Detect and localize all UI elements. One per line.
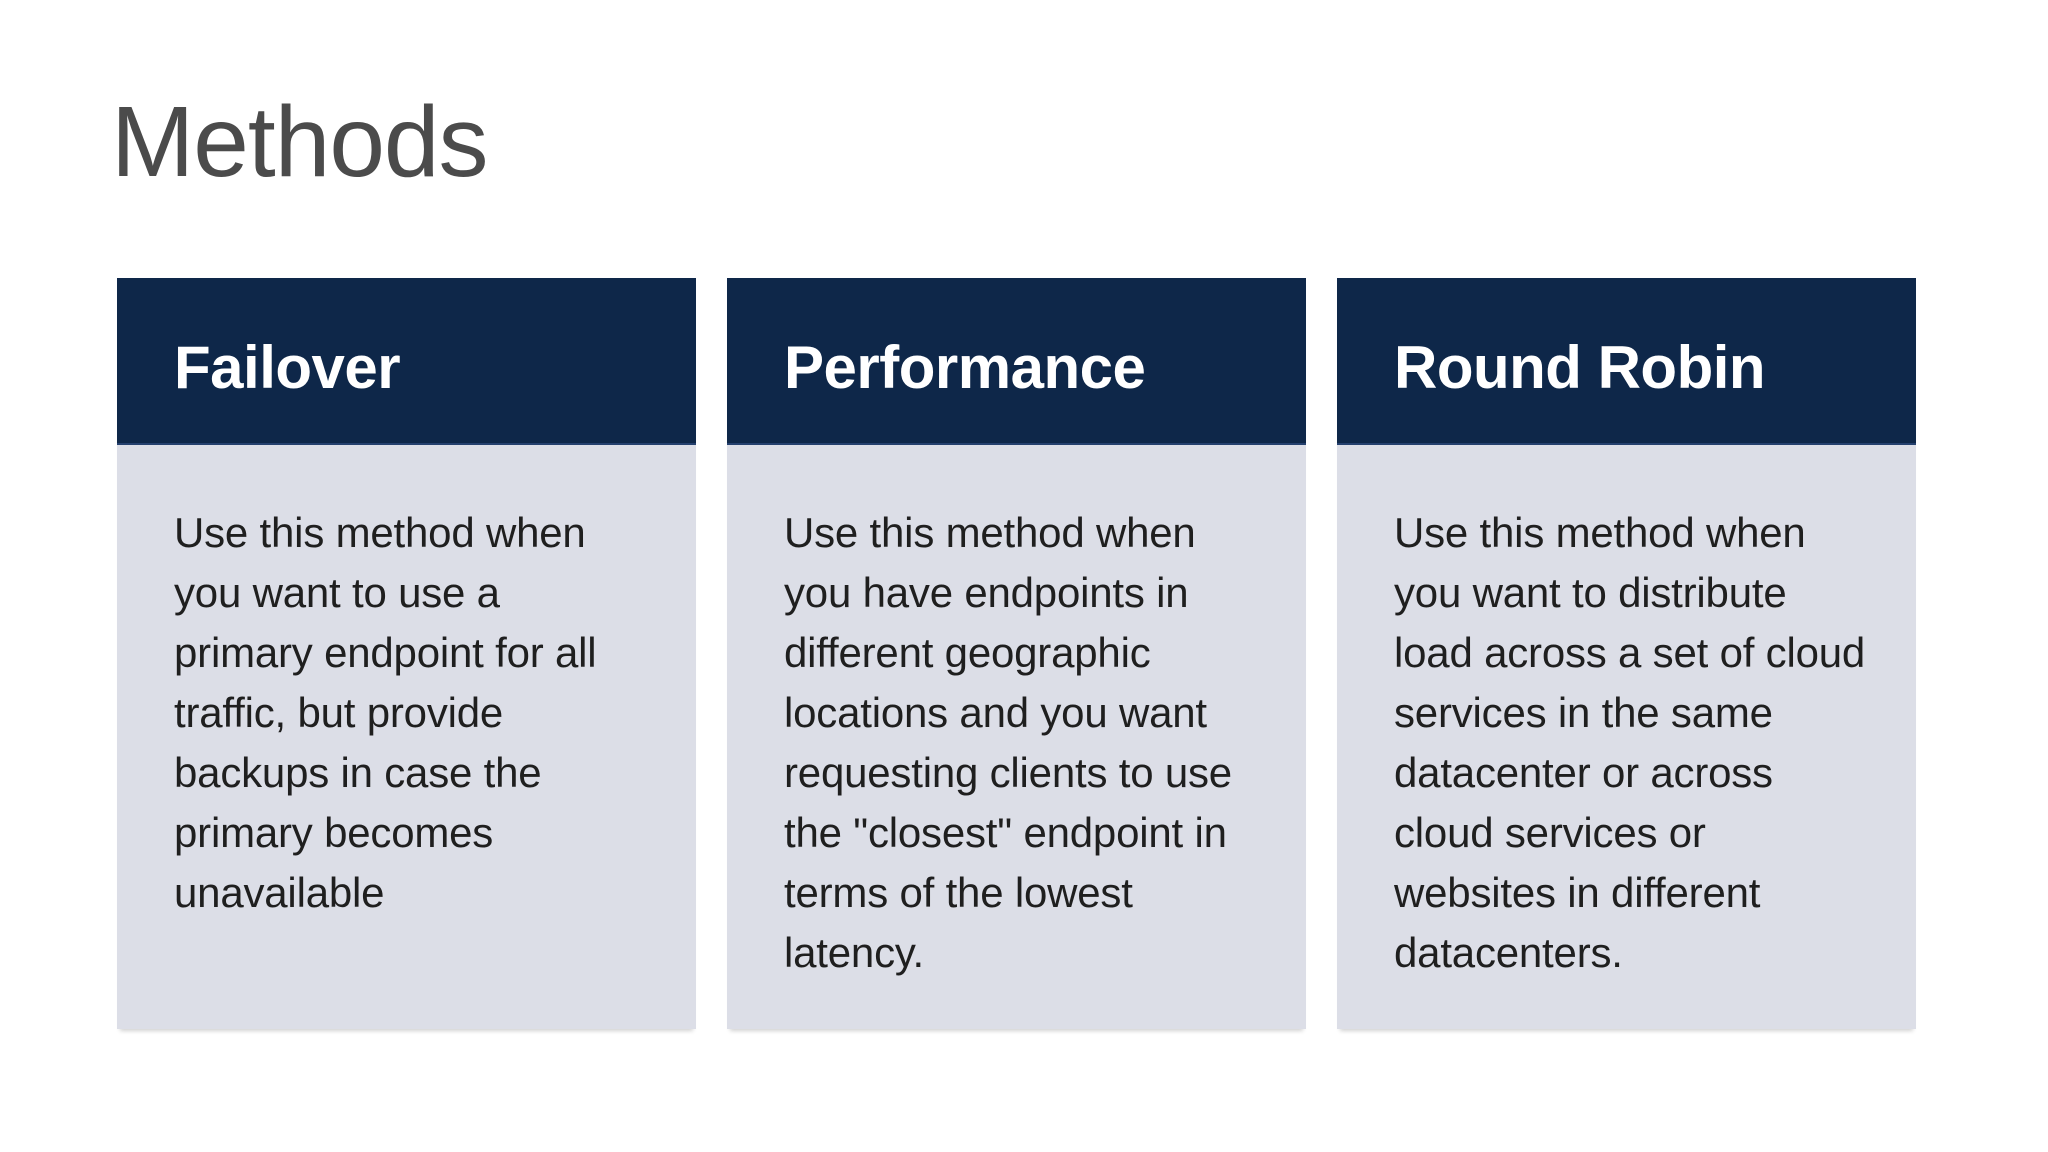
card-title-performance: Performance [784, 333, 1146, 401]
card-header-performance: Performance [727, 278, 1306, 445]
card-description-round-robin: Use this method when you want to distrib… [1394, 509, 1866, 977]
card-description-performance: Use this method when you have endpoints … [784, 509, 1232, 977]
method-card-round-robin: Round Robin Use this method when you wan… [1337, 278, 1916, 1029]
card-header-failover: Failover [117, 278, 696, 445]
card-body-performance: Use this method when you have endpoints … [727, 445, 1306, 1029]
card-header-round-robin: Round Robin [1337, 278, 1916, 445]
card-description-failover: Use this method when you want to use a p… [174, 509, 597, 917]
method-card-failover: Failover Use this method when you want t… [117, 278, 696, 1029]
card-body-round-robin: Use this method when you want to distrib… [1337, 445, 1916, 1029]
card-title-round-robin: Round Robin [1394, 333, 1766, 401]
methods-cards-row: Failover Use this method when you want t… [117, 278, 1916, 1029]
card-title-failover: Failover [174, 333, 401, 401]
page-title: Methods [111, 86, 489, 198]
method-card-performance: Performance Use this method when you hav… [727, 278, 1306, 1029]
card-body-failover: Use this method when you want to use a p… [117, 445, 696, 1029]
